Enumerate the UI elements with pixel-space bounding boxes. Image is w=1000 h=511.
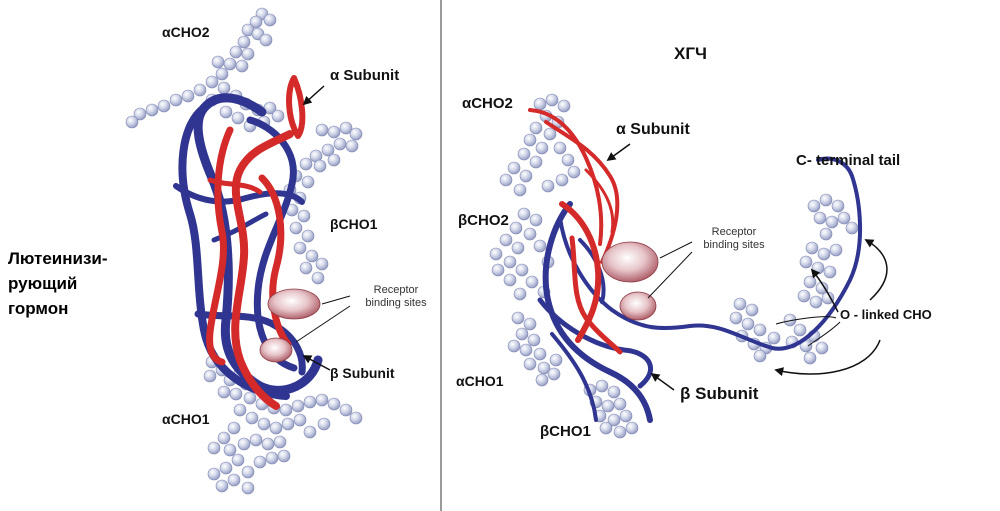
right-receptor-line1: Receptor (711, 226, 757, 238)
left-receptor-line1: Receptor (373, 284, 419, 296)
right-alpha-cho1-label: αCHO1 (456, 373, 504, 389)
c-terminal-tail-label: C- terminal tail (796, 152, 901, 169)
right-alpha-chain (528, 108, 623, 355)
hcg-title: ХГЧ (674, 44, 707, 63)
left-receptor-label: Receptor binding sites (356, 284, 436, 310)
hormone-name-line1: Лютеинизи- (8, 249, 108, 268)
hormone-name: Лютеинизи- рующий гормон (8, 246, 108, 321)
right-beta-cho1-label: βCHO1 (540, 423, 591, 440)
left-beta-cho1-cluster (283, 121, 363, 285)
right-beta-cho2-label: βCHO2 (458, 212, 509, 229)
right-alpha-cho1-cluster (507, 311, 563, 387)
left-alpha-cho1-cluster (203, 355, 363, 495)
right-beta-subunit-label: β Subunit (680, 384, 759, 403)
right-beta-chain (537, 156, 863, 423)
right-beta-cho1-cluster (583, 379, 639, 439)
left-alpha-subunit-label: α Subunit (330, 67, 400, 84)
left-pointer-arrows (295, 85, 351, 371)
left-receptor-sites (259, 288, 321, 363)
o-linked-cho-label: O - linked CHO (840, 307, 932, 322)
left-alpha-chain (206, 75, 306, 410)
left-alpha-cho2-label: αCHO2 (162, 24, 210, 40)
hormone-name-line3: гормон (8, 299, 69, 318)
left-beta-cho1-label: βCHO1 (330, 216, 378, 232)
right-receptor-line2: binding sites (703, 239, 765, 251)
left-beta-subunit-label: β Subunit (330, 365, 395, 381)
hormone-name-line2: рующий (8, 274, 78, 293)
right-receptor-label: Receptor binding sites (690, 226, 778, 252)
right-receptor-sites (601, 241, 659, 321)
right-alpha-cho2-label: αCHO2 (462, 95, 513, 112)
right-pointer-arrows (606, 143, 888, 391)
left-alpha-cho1-label: αCHO1 (162, 411, 210, 427)
left-alpha-cho2-cluster (125, 7, 285, 133)
right-alpha-subunit-label: α Subunit (616, 121, 690, 138)
left-receptor-line2: binding sites (365, 297, 427, 309)
